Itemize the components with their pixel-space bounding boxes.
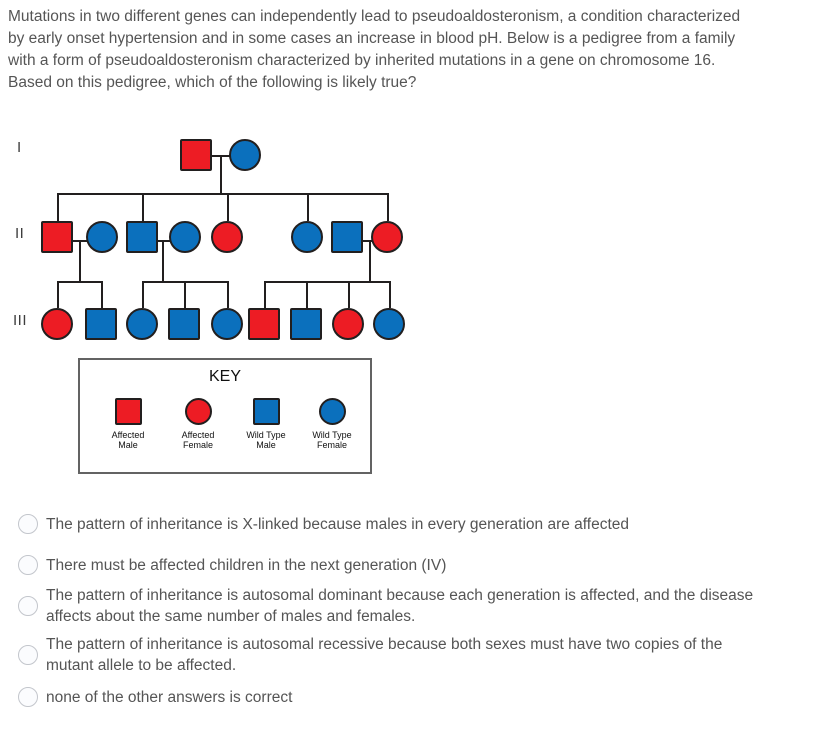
affected-female-swatch-icon [184,398,212,425]
wild-type-female-swatch-icon [318,398,346,425]
key-caption-line1: Affected [111,430,145,440]
answer-option-3[interactable]: The pattern of inheritance is autosomal … [0,582,800,630]
descent-line-II-1-2 [79,240,81,282]
pedigree-node-III-2[interactable] [85,308,117,340]
key-item-affected-male: Affected Male [94,398,162,450]
descent-line-gen1 [220,155,222,194]
key-caption-wild-type-male: Wild Type Male [232,430,300,450]
key-caption-affected-male: Affected Male [94,430,162,450]
generation-label-II: II [15,225,25,242]
key-caption-line2: Male [118,440,138,450]
key-caption-line2: Female [182,440,213,450]
answer-option-label-3: The pattern of inheritance is autosomal … [46,587,754,625]
radio-button-icon-5[interactable] [18,687,38,707]
radio-button-icon-2[interactable] [18,555,38,575]
pedigree-node-III-3[interactable] [126,308,158,340]
affected-male-swatch-icon [114,398,142,425]
drop-line-III-9 [389,281,391,308]
pedigree-node-III-5[interactable] [211,308,243,340]
drop-line-II-1 [57,193,59,221]
mate-line-II-3-4 [158,240,170,242]
key-caption-line1: Wild Type [246,430,286,440]
drop-line-II-5 [227,193,229,221]
pedigree-node-III-9[interactable] [373,308,405,340]
descent-line-II-7-8 [369,240,371,282]
generation-label-III: III [13,312,28,329]
key-caption-line2: Female [316,440,347,450]
pedigree-node-II-6[interactable] [291,221,323,253]
key-caption-line1: Affected [181,430,215,440]
pedigree-diagram: I II III [0,128,430,358]
drop-line-II-8 [387,193,389,221]
key-item-affected-female: Affected Female [164,398,232,450]
answer-option-5[interactable]: none of the other answers is correct [0,680,800,714]
mate-line-II-7-8 [363,240,372,242]
drop-line-II-3 [142,193,144,221]
drop-line-II-6 [307,193,309,221]
pedigree-node-II-1[interactable] [41,221,73,253]
answer-option-label-1: The pattern of inheritance is X-linked b… [46,515,630,533]
pedigree-node-I-1[interactable] [180,139,212,171]
wild-type-male-swatch-icon [252,398,280,425]
key-caption-affected-female: Affected Female [164,430,232,450]
radio-button-icon-4[interactable] [18,645,38,665]
answer-option-1[interactable]: The pattern of inheritance is X-linked b… [0,500,800,548]
drop-line-III-5 [227,281,229,308]
drop-line-III-8 [348,281,350,308]
pedigree-node-II-5[interactable] [211,221,243,253]
pedigree-node-II-4[interactable] [169,221,201,253]
pedigree-node-II-2[interactable] [86,221,118,253]
question-stem: Mutations in two different genes can ind… [8,8,741,91]
pedigree-node-III-7[interactable] [290,308,322,340]
key-item-wild-type-female: Wild Type Female [298,398,366,450]
sibship-line-III-a [57,281,103,283]
pedigree-key-box: KEY Affected Male Affected Female Wild T… [78,358,372,474]
answer-option-label-2: There must be affected children in the n… [46,556,447,574]
key-caption-wild-type-female: Wild Type Female [298,430,366,450]
drop-line-III-7 [306,281,308,308]
drop-line-III-4 [184,281,186,308]
key-title: KEY [208,368,241,385]
key-caption-line1: Wild Type [312,430,352,440]
generation-label-I: I [17,139,22,156]
pedigree-node-II-8[interactable] [371,221,403,253]
pedigree-node-I-2[interactable] [229,139,261,171]
pedigree-node-III-8[interactable] [332,308,364,340]
drop-line-III-2 [101,281,103,308]
drop-line-III-1 [57,281,59,308]
answer-options-list: The pattern of inheritance is X-linked b… [0,500,800,714]
pedigree-node-III-4[interactable] [168,308,200,340]
descent-line-II-3-4 [162,240,164,282]
answer-option-2[interactable]: There must be affected children in the n… [0,548,800,582]
radio-button-icon-1[interactable] [18,514,38,534]
pedigree-node-II-7[interactable] [331,221,363,253]
answer-option-label-4: The pattern of inheritance is autosomal … [46,636,723,674]
answer-option-4[interactable]: The pattern of inheritance is autosomal … [0,630,800,680]
key-item-wild-type-male: Wild Type Male [232,398,300,450]
key-caption-line2: Male [256,440,276,450]
pedigree-node-II-3[interactable] [126,221,158,253]
drop-line-III-6 [264,281,266,308]
pedigree-node-III-6[interactable] [248,308,280,340]
drop-line-III-3 [142,281,144,308]
sibship-line-III-c [264,281,390,283]
pedigree-node-III-1[interactable] [41,308,73,340]
radio-button-icon-3[interactable] [18,596,38,616]
answer-option-label-5: none of the other answers is correct [46,688,293,706]
sibship-line-gen2 [57,193,389,195]
